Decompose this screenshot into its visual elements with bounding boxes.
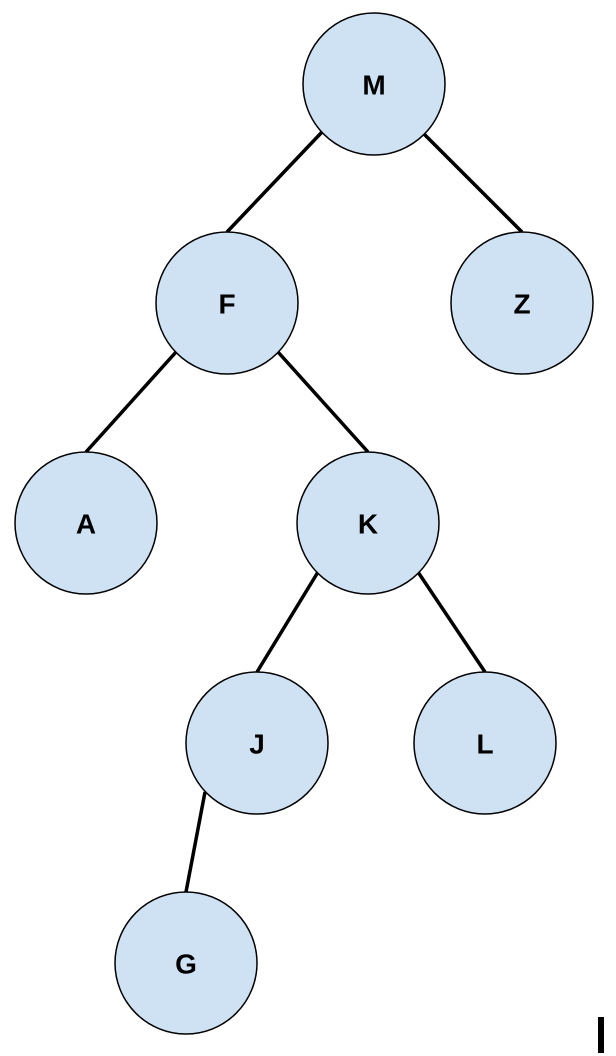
node-k: K [296,451,440,595]
node-label-k: K [358,509,378,540]
edges-layer [84,130,524,893]
edge-k-j [255,571,320,673]
node-f: F [155,231,299,375]
node-l: L [413,671,557,815]
edge-f-a [84,350,178,454]
edge-m-f [225,130,324,234]
edge-j-g [184,791,207,893]
node-g: G [114,891,258,1035]
node-circle-l [413,671,557,815]
edge-f-k [276,350,370,454]
edge-k-l [416,571,487,673]
node-j: J [185,671,329,815]
node-m: M [302,12,446,156]
node-label-z: Z [513,289,530,320]
node-circle-z [450,231,594,375]
edge-m-z [420,130,524,234]
node-circle-m [302,12,446,156]
node-z: Z [450,231,594,375]
node-label-a: A [76,509,96,540]
node-label-l: L [476,729,493,760]
nodes-layer: M F Z A K J L G [14,12,594,1035]
node-label-f: F [218,289,235,320]
node-circle-g [114,891,258,1035]
node-label-j: J [249,729,265,760]
node-circle-f [155,231,299,375]
node-circle-j [185,671,329,815]
node-circle-a [14,451,158,595]
node-label-g: G [175,949,197,980]
node-circle-k [296,451,440,595]
node-label-m: M [362,70,385,101]
node-a: A [14,451,158,595]
text-cursor [598,1017,604,1053]
